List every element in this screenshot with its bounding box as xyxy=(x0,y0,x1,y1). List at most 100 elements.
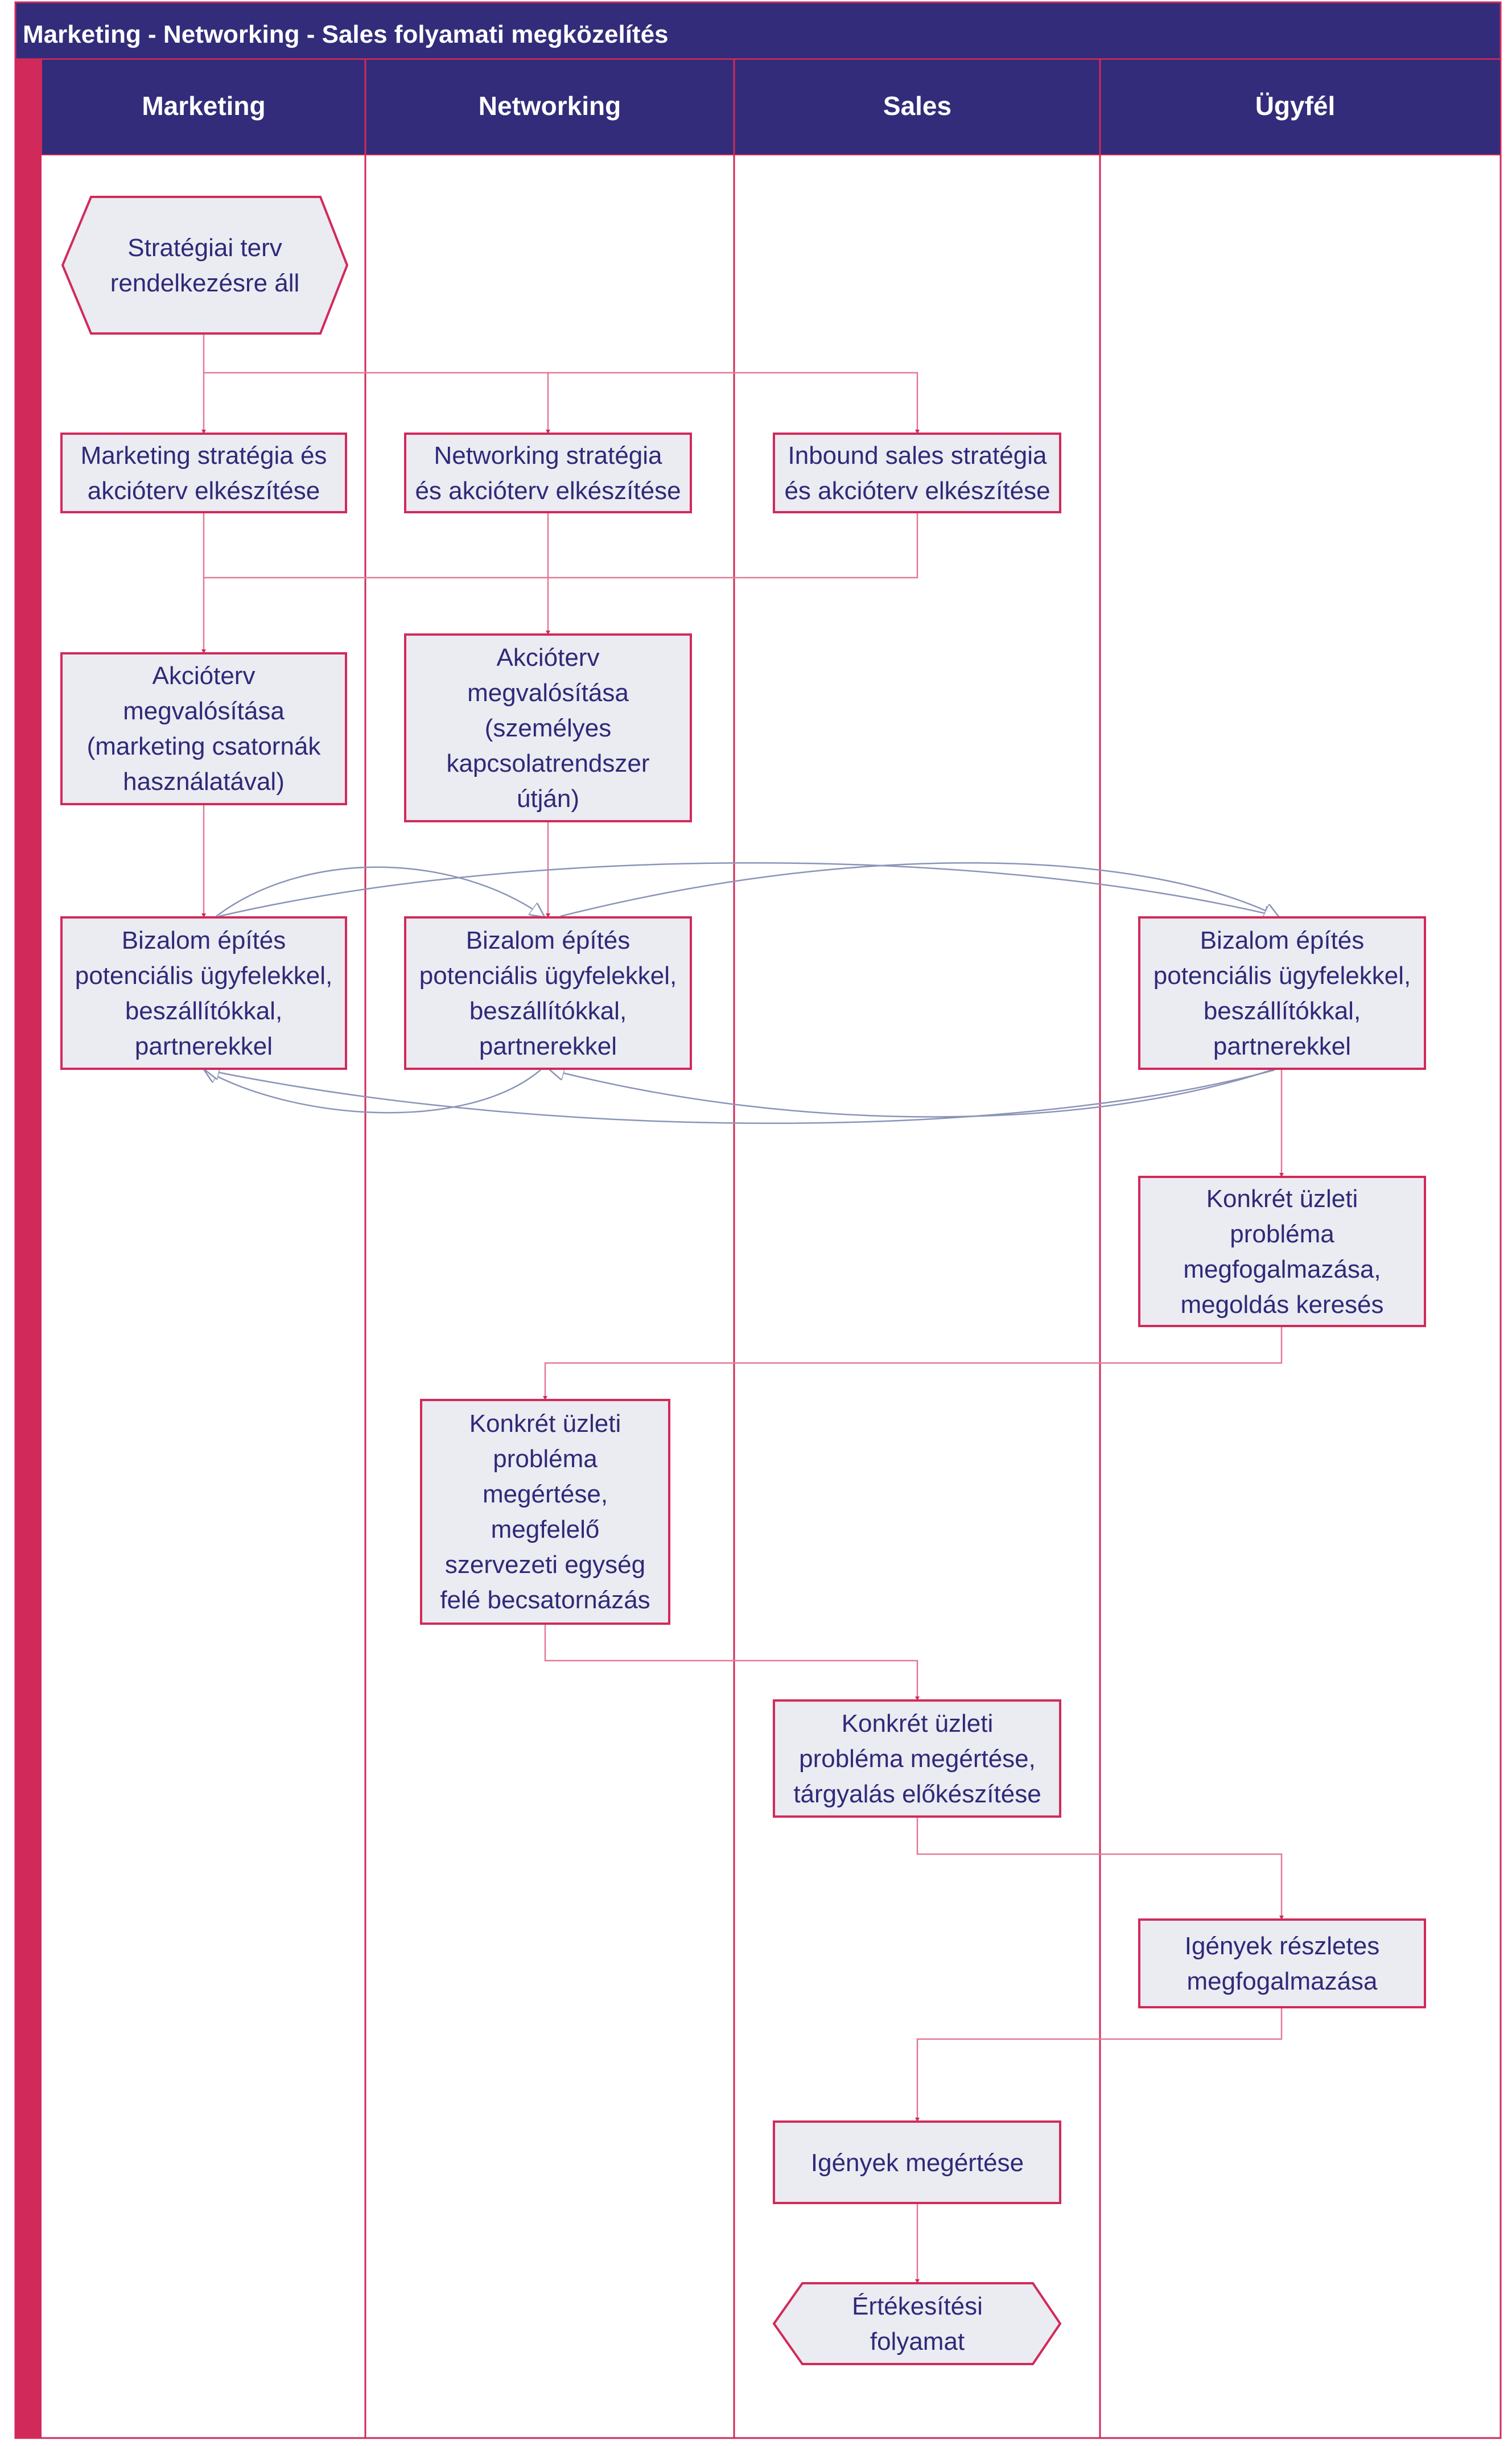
node-label-line: beszállítókkal, xyxy=(125,997,282,1025)
trust-curve-ugyfel-to-marketing xyxy=(206,1070,1275,1124)
node-marketing-exec xyxy=(60,652,347,805)
node-label-line: Akcióterv xyxy=(497,644,600,672)
node-label-line: megfelelő xyxy=(491,1516,600,1543)
lane-header-marketing: Marketing xyxy=(142,91,265,121)
node-marketing-trust xyxy=(60,916,347,1070)
node-label-line: és akcióterv elkészítése xyxy=(415,477,681,505)
node-label-line: megoldás keresés xyxy=(1180,1291,1383,1319)
label-ugyfel-needs: Igények részletes megfogalmazása xyxy=(1185,1932,1379,1995)
label-ugyfel-problem: Konkrét üzleti probléma megfogalmazása, meg… xyxy=(1180,1185,1383,1319)
left-accent-bar xyxy=(15,59,42,2438)
node-label-line: potenciális ügyfelekkel, xyxy=(419,962,677,990)
node-start-hexagon xyxy=(61,196,349,335)
node-label-line: probléma megértése, xyxy=(799,1745,1036,1773)
trust-curve-networking-to-ugyfel xyxy=(560,862,1278,916)
label-end: Értékesítési folyamat xyxy=(852,2292,983,2356)
title-bar xyxy=(14,1,1502,60)
trust-connectors xyxy=(205,862,1278,1124)
connector-ugyfel-problem-to-networking-problem xyxy=(543,1326,1283,1401)
label-networking-plan: Networking stratégia és akcióterv elkészí… xyxy=(415,442,681,505)
connector-sales-plan-merge xyxy=(204,512,918,579)
node-label-line: partnerekkel xyxy=(135,1032,273,1060)
label-sales-needs: Igények megértése xyxy=(811,2149,1024,2177)
label-sales-problem: Konkrét üzleti probléma megértése, tárgyal… xyxy=(793,1710,1041,1808)
node-label-line: megértése, xyxy=(483,1480,608,1508)
lane-header-networking: Networking xyxy=(479,91,621,121)
node-label-line: Konkrét üzleti xyxy=(842,1710,994,1737)
trust-curve-marketing-to-networking xyxy=(216,866,543,916)
node-marketing-plan xyxy=(60,433,347,513)
node-ugyfel-problem xyxy=(1138,1176,1426,1327)
node-label-line: megvalósítása xyxy=(123,697,285,725)
node-label-line: potenciális ügyfelekkel, xyxy=(75,962,332,990)
node-ugyfel-needs xyxy=(1138,1918,1426,2008)
node-label-line: Igények megértése xyxy=(811,2149,1024,2177)
node-label-line: probléma xyxy=(493,1445,598,1473)
node-end-hexagon xyxy=(772,2282,1062,2365)
node-label-line: (marketing csatornák xyxy=(87,732,322,760)
node-label-line: Stratégiai terv xyxy=(127,234,282,262)
lane-header-sales: Sales xyxy=(883,91,951,121)
node-label-line: és akcióterv elkészítése xyxy=(784,477,1050,505)
diagram-title: Marketing - Networking - Sales folyamati… xyxy=(23,20,669,48)
trust-curve-ugyfel-to-networking xyxy=(551,1070,1272,1118)
node-label-line: partnerekkel xyxy=(479,1032,617,1060)
nodes xyxy=(60,196,1426,2365)
node-label-line: útján) xyxy=(517,785,579,813)
node-label-line: partnerekkel xyxy=(1213,1032,1351,1060)
label-marketing-exec: Akcióterv megvalósítása (marketing csatorn… xyxy=(87,662,322,796)
node-label-line: probléma xyxy=(1230,1220,1334,1248)
node-label-line: megvalósítása xyxy=(467,679,629,707)
node-label-line: Marketing stratégia és xyxy=(81,442,327,470)
label-start: Stratégiai terv rendelkezésre áll xyxy=(110,234,300,297)
node-sales-problem xyxy=(773,1699,1061,1818)
node-label-line: Konkrét üzleti xyxy=(469,1410,621,1438)
label-networking-exec: Akcióterv megvalósítása (személyes kapcsola… xyxy=(446,644,649,813)
label-marketing-plan: Marketing stratégia és akcióterv elkészít… xyxy=(81,442,327,505)
node-label-line: megfogalmazása xyxy=(1186,1967,1378,1995)
flow-connectors xyxy=(201,335,1284,2284)
node-label-line: Konkrét üzleti xyxy=(1206,1185,1358,1213)
node-networking-trust xyxy=(404,916,692,1070)
node-networking-problem xyxy=(420,1399,670,1625)
node-label-line: kapcsolatrendszer xyxy=(446,750,649,777)
node-label-line: akcióterv elkészítése xyxy=(88,477,320,505)
node-label-line: tárgyalás előkészítése xyxy=(793,1780,1041,1808)
node-sales-needs xyxy=(773,2120,1061,2204)
node-label-line: beszállítókkal, xyxy=(469,997,627,1025)
connector-sales-problem-to-ugyfel-needs xyxy=(916,1817,1284,1920)
node-label-line: szervezeti egység xyxy=(445,1551,645,1579)
connector-networking-problem-to-sales-problem xyxy=(544,1624,920,1701)
trust-curve-marketing-to-ugyfel xyxy=(219,862,1278,916)
trust-curve-networking-to-marketing xyxy=(205,1070,541,1114)
node-label-line: Bizalom építés xyxy=(122,926,286,954)
node-label-line: Igények részletes xyxy=(1185,1932,1379,1960)
node-label-line: Akcióterv xyxy=(153,662,256,690)
connector-ugyfel-needs-to-sales-needs xyxy=(915,2007,1283,2122)
node-networking-exec xyxy=(404,633,692,822)
node-label-line: használatával) xyxy=(123,768,285,796)
label-ugyfel-trust: Bizalom építés potenciális ügyfelekkel, be… xyxy=(1153,926,1411,1060)
lane-header-band xyxy=(41,59,1501,155)
node-label-line: (személyes xyxy=(485,714,612,742)
node-networking-plan xyxy=(404,433,692,513)
node-label-line: megfogalmazása, xyxy=(1183,1255,1381,1283)
node-labels: Stratégiai terv rendelkezésre áll Marketi… xyxy=(75,234,1411,2356)
connector-start-to-sales-plan xyxy=(548,372,920,434)
node-label-line: Bizalom építés xyxy=(1200,926,1365,954)
node-ugyfel-trust xyxy=(1138,916,1426,1070)
node-label-line: felé becsatornázás xyxy=(440,1586,650,1614)
node-label-line: Networking stratégia xyxy=(434,442,662,470)
node-label-line: Inbound sales stratégia xyxy=(788,442,1048,470)
label-networking-problem: Konkrét üzleti probléma megértése, megfelel… xyxy=(440,1410,650,1614)
label-marketing-trust: Bizalom építés potenciális ügyfelekkel, be… xyxy=(75,926,332,1060)
node-label-line: beszállítókkal, xyxy=(1204,997,1361,1025)
node-label-line: folyamat xyxy=(870,2328,965,2356)
node-label-line: potenciális ügyfelekkel, xyxy=(1153,962,1411,990)
node-sales-plan xyxy=(773,433,1061,513)
node-label-line: rendelkezésre áll xyxy=(110,269,300,297)
node-label-line: Értékesítési xyxy=(852,2292,983,2320)
lane-header-ugyfel: Ügyfél xyxy=(1255,91,1336,121)
